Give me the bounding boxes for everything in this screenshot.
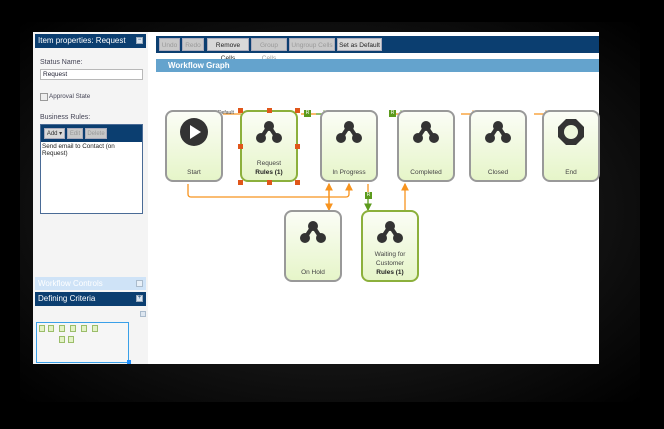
status-icon [256, 121, 282, 143]
expand-icon[interactable]: + [136, 295, 143, 302]
item-properties-header: Item properties: Request − [35, 34, 146, 48]
redo-button[interactable]: Redo [182, 38, 204, 51]
minimap-node [48, 325, 54, 332]
node-label: End [565, 169, 577, 176]
node-in-progress[interactable]: In Progress [320, 110, 378, 182]
set-as-default-button[interactable]: Set as Default [337, 38, 382, 51]
node-label: Completed [410, 169, 442, 176]
defining-criteria-title: Defining Criteria [38, 294, 96, 303]
selection-handle[interactable] [267, 108, 272, 113]
workflow-graph-header: Workflow Graph [156, 59, 599, 72]
minimap-node [70, 325, 76, 332]
delete-rule-button[interactable]: Delete [85, 128, 107, 139]
remove-cells-button[interactable]: Remove Cells [207, 38, 249, 62]
node-label: Closed [487, 169, 509, 176]
undo-button[interactable]: Undo [159, 38, 180, 51]
minimap-node [39, 325, 45, 332]
node-rules-count: Rules (1) [376, 269, 404, 276]
properties-panel: Item properties: Request − Status Name: … [33, 32, 148, 364]
workflow-editor: Item properties: Request − Status Name: … [33, 32, 600, 364]
graph-toolbar: Undo Redo Remove Cells Group Cells Ungro… [156, 36, 599, 62]
status-name-label: Status Name: [40, 59, 83, 66]
node-on-hold[interactable]: On Hold [284, 210, 342, 282]
node-label-text: Request [256, 160, 282, 167]
rule-item[interactable]: Send email to Contact (on Request) [42, 143, 115, 157]
node-end[interactable]: End [542, 110, 600, 182]
approval-state-label: Approval State [49, 93, 91, 100]
status-name-input[interactable]: Request [40, 69, 143, 80]
selection-handle[interactable] [238, 108, 243, 113]
group-cells-button[interactable]: Group Cells [251, 38, 287, 62]
workflow-controls-header[interactable]: Workflow Controls [35, 277, 146, 290]
selection-handle[interactable] [238, 144, 243, 149]
graph-minimap[interactable] [36, 322, 129, 363]
status-icon [485, 121, 511, 143]
approval-state-checkbox[interactable] [40, 93, 48, 101]
rule-badge[interactable]: R [365, 192, 372, 199]
expand-icon[interactable] [136, 280, 143, 287]
default-edge-label: Default [218, 110, 234, 116]
node-completed[interactable]: Completed [397, 110, 455, 182]
business-rules-list: Add ▾ Edit Delete Send email to Contact … [40, 124, 143, 214]
node-label-line1: Waiting for [374, 251, 406, 258]
selection-handle[interactable] [295, 144, 300, 149]
minimap-node [59, 325, 65, 332]
node-label: Start [187, 169, 201, 176]
edge-start-inprogress[interactable] [187, 182, 353, 198]
node-label: On Hold [301, 269, 325, 276]
workflow-controls-title: Workflow Controls [38, 279, 103, 288]
node-closed[interactable]: Closed [469, 110, 527, 182]
ungroup-cells-button[interactable]: Ungroup Cells [289, 38, 335, 51]
selection-handle[interactable] [238, 180, 243, 185]
rule-badge[interactable]: R [304, 110, 311, 117]
selection-handle[interactable] [295, 180, 300, 185]
minimap-toggle-icon[interactable] [140, 311, 146, 317]
edit-rule-button[interactable]: Edit [67, 128, 83, 139]
business-rules-label: Business Rules: [40, 114, 91, 121]
rules-toolbar: Add ▾ Edit Delete [41, 125, 142, 142]
node-label: In Progress [332, 169, 366, 176]
item-properties-title: Item properties: Request [38, 36, 126, 45]
selection-handle[interactable] [295, 108, 300, 113]
node-rules-count: Rules (1) [255, 169, 283, 176]
selection-handle[interactable] [267, 180, 272, 185]
minimap-node [68, 336, 74, 343]
minimap-node [92, 325, 98, 332]
defining-criteria-header[interactable]: Defining Criteria + [35, 292, 146, 306]
minus-box-icon[interactable]: − [136, 37, 143, 44]
play-icon [180, 118, 208, 146]
minimap-node [81, 325, 87, 332]
rule-badge[interactable]: R [389, 110, 396, 117]
minimap-resize-handle[interactable] [127, 360, 131, 364]
status-icon [413, 121, 439, 143]
add-rule-button[interactable]: Add ▾ [44, 128, 65, 139]
status-icon [336, 121, 362, 143]
minimap-node [59, 336, 65, 343]
status-icon [300, 221, 326, 243]
node-label-line2: Customer [375, 260, 405, 267]
stop-icon [558, 119, 584, 145]
node-start[interactable]: Start [165, 110, 223, 182]
status-icon [377, 221, 403, 243]
